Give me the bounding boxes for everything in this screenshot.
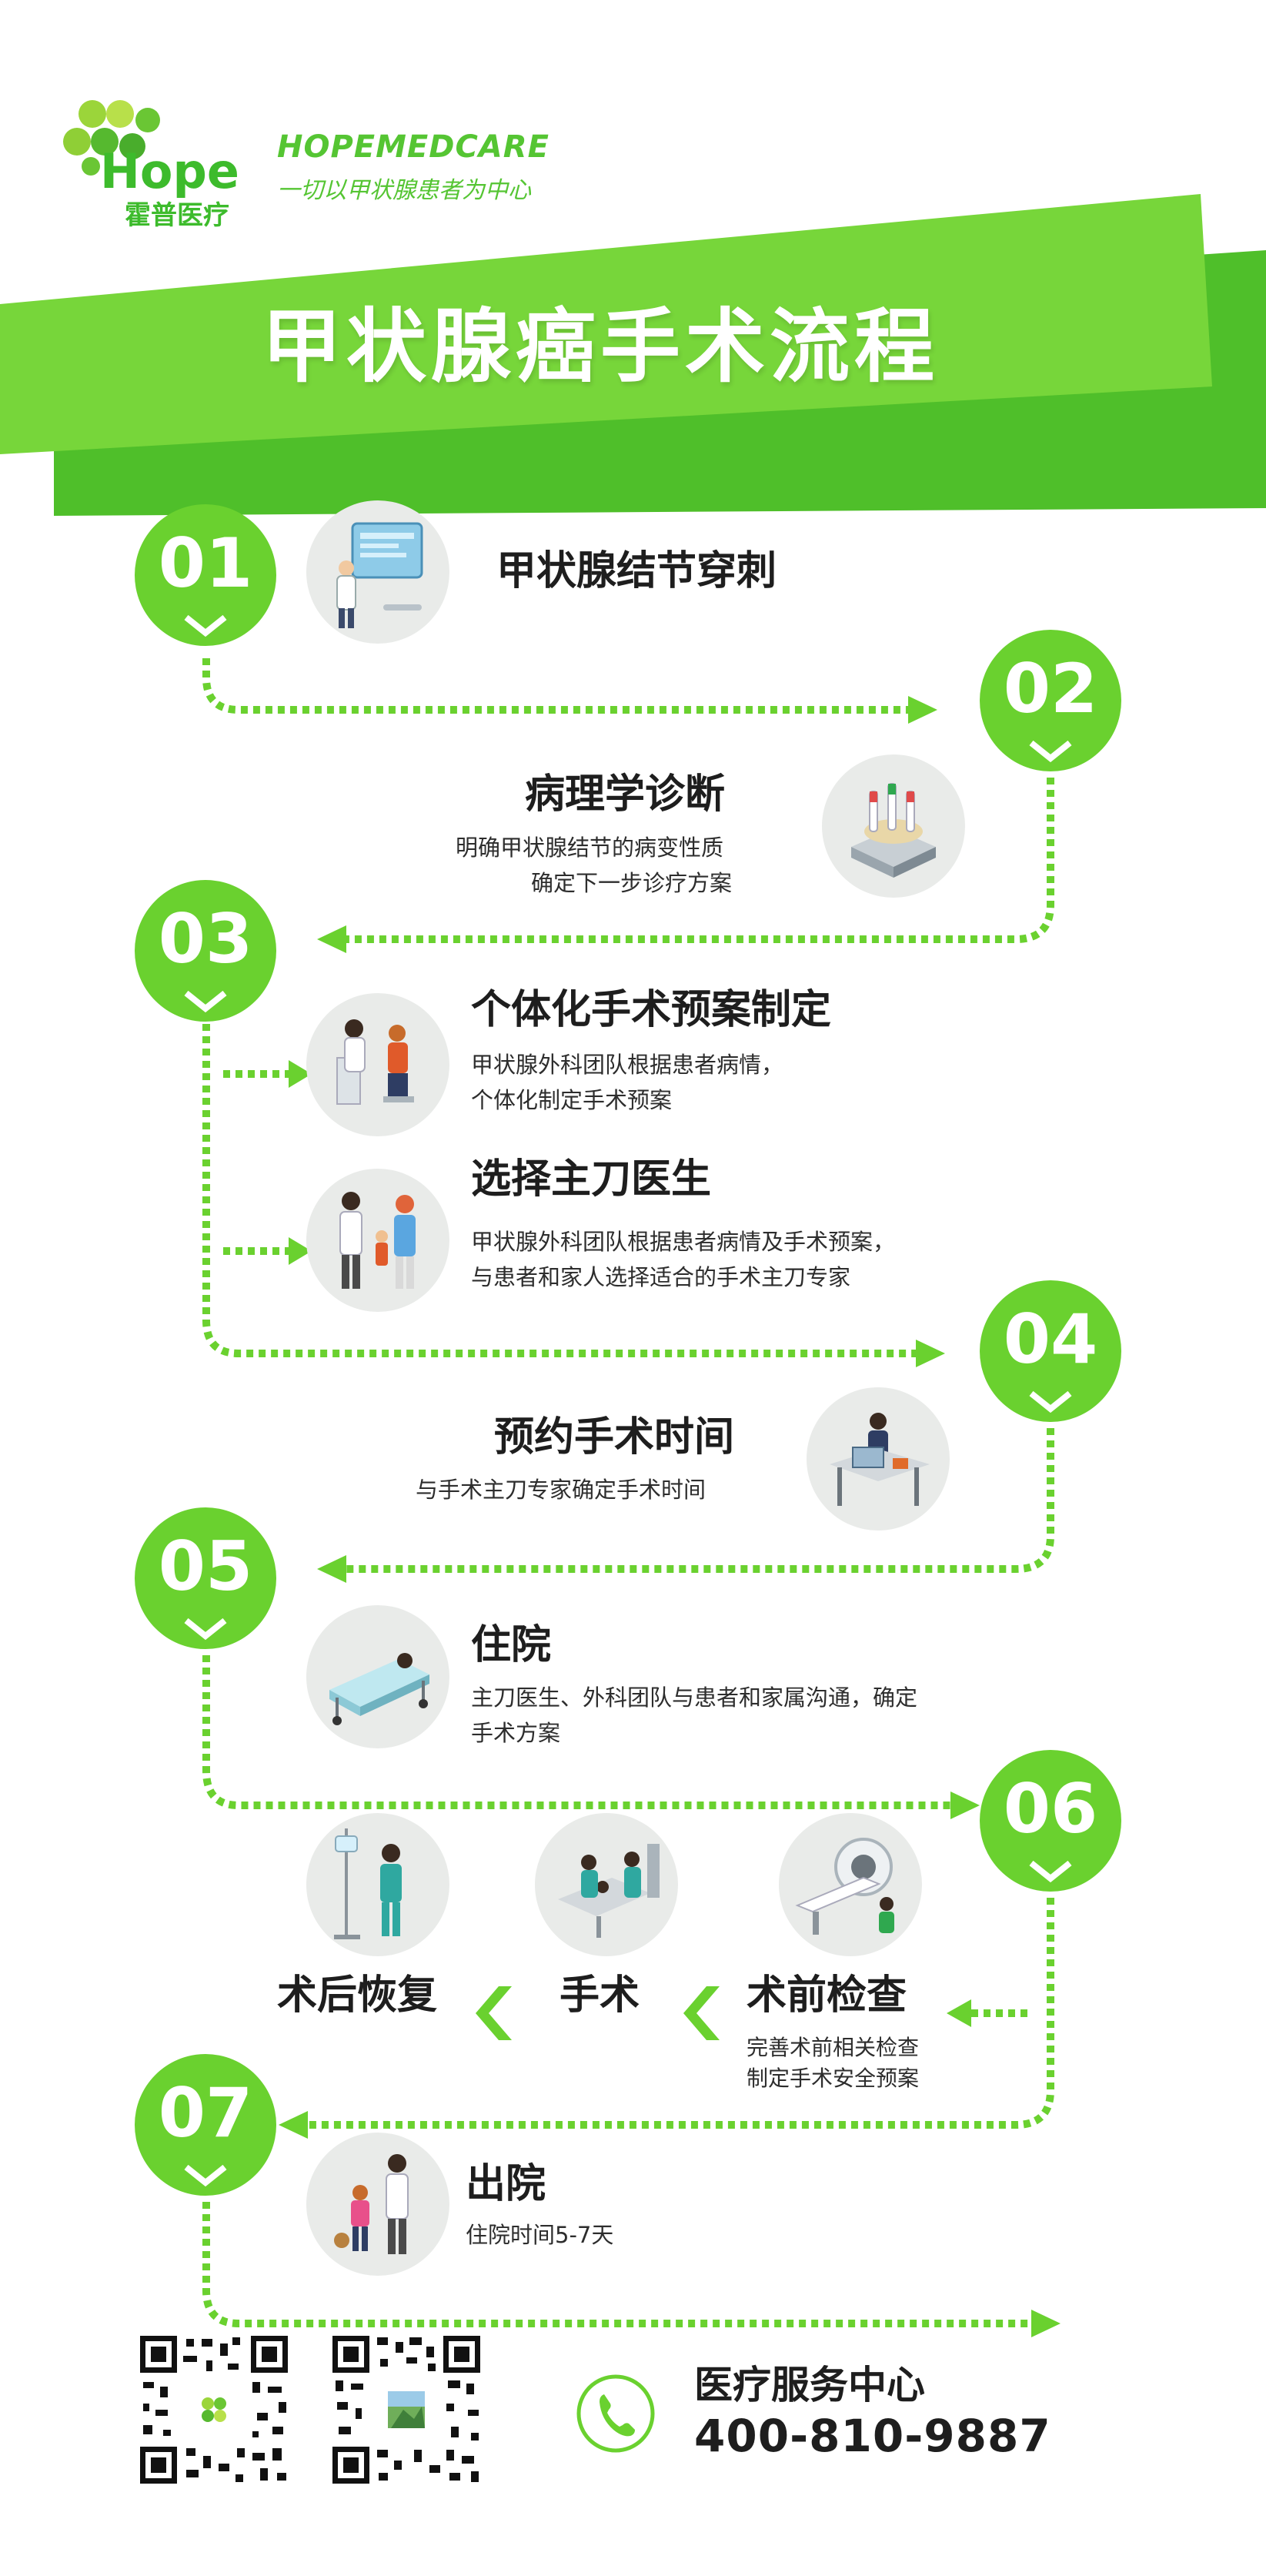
step-04-desc: 与手术主刀专家确定手术时间 [416, 1477, 706, 1503]
step-06-sub-2-title: 手术 [560, 1972, 640, 2019]
step-06-bubble: 06 [977, 1748, 1124, 1894]
step-06-sub-1-desc-1: 完善术前相关检查 [747, 2035, 920, 2060]
step-04-title: 预约手术时间 [494, 1414, 735, 1460]
step-number: 05 [158, 1527, 253, 1606]
qr-code-2[interactable] [329, 2333, 483, 2487]
step-06-sub-3-title: 术后恢复 [277, 1972, 438, 2019]
title-banner [0, 194, 1266, 516]
doctor-screen-icon [306, 500, 449, 644]
step-03-item-1-desc-2: 个体化制定手术预案 [471, 1087, 673, 1113]
step-04-bubble: 04 [977, 1278, 1124, 1424]
step-05-desc-1: 主刀医生、外科团队与患者和家属沟通，确定 [471, 1684, 918, 1711]
step-03-item-2-title: 选择主刀医生 [471, 1156, 712, 1203]
ct-scanner-icon [779, 1813, 922, 1956]
step-02-bubble: 02 [977, 627, 1124, 774]
step-bubble-icon [135, 504, 276, 646]
service-center-label: 医疗服务中心 [694, 2363, 925, 2407]
brand-slogan: 一切以甲状腺患者为中心 [277, 177, 531, 204]
qr-code-1[interactable] [137, 2333, 291, 2487]
step-02-desc-2: 确定下一步诊疗方案 [531, 870, 733, 896]
qr-code-icon [137, 2333, 291, 2487]
step-bubble-icon [135, 2054, 276, 2196]
step-03-item-2-desc-1: 甲状腺外科团队根据患者病情及手术预案， [471, 1229, 896, 1255]
operating-room-icon [535, 1813, 678, 1956]
step-03-item-1-title: 个体化手术预案制定 [471, 987, 832, 1033]
step-number: 07 [158, 2073, 253, 2153]
step-bubble-icon [980, 1280, 1121, 1422]
step-06-sub-1-title: 术前检查 [747, 1972, 907, 2019]
step-02-title: 病理学诊断 [525, 771, 726, 818]
step-07-bubble: 07 [132, 2052, 279, 2198]
step-01-title: 甲状腺结节穿刺 [496, 548, 777, 594]
desk-computer-icon [807, 1387, 950, 1531]
step-05-desc-2: 手术方案 [471, 1720, 561, 1746]
step-bubble-icon [135, 880, 276, 1022]
step-06-sub-1-desc-2: 制定手术安全预案 [747, 2066, 920, 2091]
doctor-family-icon [306, 1169, 449, 1312]
banner-title: 甲状腺癌手术流程 [262, 299, 940, 393]
step-bubble-icon [135, 1507, 276, 1649]
hospital-bed-icon [306, 1605, 449, 1748]
step-02-desc-1: 明确甲状腺结节的病变性质 [456, 835, 724, 861]
step-number: 01 [158, 524, 253, 603]
phone-icon [576, 2374, 655, 2453]
logo-cn: 霍普医疗 [125, 200, 229, 231]
step-07-title: 出院 [466, 2161, 546, 2207]
phone-number[interactable]: 400-810-9887 [694, 2410, 1051, 2462]
step-bubble-icon [980, 1750, 1121, 1892]
logo-mark-icon [63, 100, 160, 176]
step-03-item-2-desc-2: 与患者和家人选择适合的手术主刀专家 [471, 1264, 851, 1290]
recovery-icon [306, 1813, 449, 1956]
logo-word: Hope [100, 143, 239, 199]
step-number: 06 [1003, 1769, 1098, 1848]
step-03-item-1-desc-1: 甲状腺外科团队根据患者病情， [471, 1052, 784, 1078]
lab-samples-icon [822, 754, 965, 898]
step-07-desc: 住院时间5-7天 [466, 2222, 614, 2248]
consultation-icon [306, 993, 449, 1136]
discharge-icon [306, 2133, 449, 2276]
brand-name-en: HOPEMEDCARE [277, 129, 549, 165]
step-01-bubble: 01 [132, 502, 279, 648]
step-number: 02 [1003, 649, 1098, 728]
step-03-bubble: 03 [132, 878, 279, 1024]
step-number: 03 [158, 899, 253, 979]
step-number: 04 [1003, 1300, 1098, 1379]
qr-code-icon [329, 2333, 483, 2487]
step-05-title: 住院 [471, 1622, 552, 1668]
step-05-bubble: 05 [132, 1505, 279, 1651]
step-bubble-icon [980, 630, 1121, 771]
